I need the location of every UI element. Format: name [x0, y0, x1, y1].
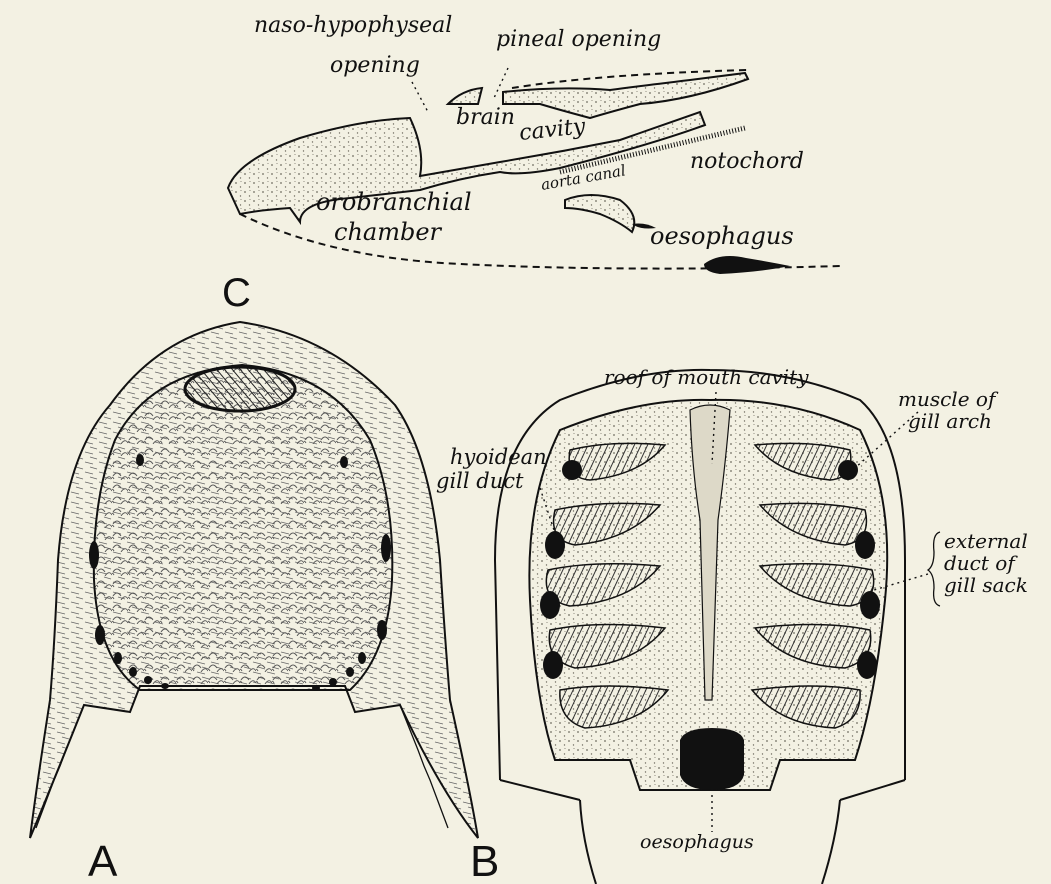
label-external: external [944, 529, 1028, 553]
label-orobranchial: orobranchial [316, 188, 472, 216]
aorta-canal [565, 195, 634, 232]
panel-a: A [30, 322, 478, 884]
label-hyoidean: hyoidean [450, 445, 547, 469]
label-cavity: cavity [518, 114, 587, 146]
external-duct-brace [928, 532, 940, 606]
left-lower-horn [580, 800, 596, 884]
label-muscle-of: muscle of [898, 387, 999, 411]
label-notochord: notochord [690, 149, 804, 174]
label-duct-of: duct of [944, 551, 1018, 575]
scaled-disc [94, 365, 392, 690]
panel-c: naso-hypophyseal opening pineal opening … [222, 13, 842, 315]
label-pineal-opening: pineal opening [496, 27, 661, 52]
label-naso-hypophyseal: naso-hypophyseal [254, 13, 452, 38]
orbit-plate [185, 367, 295, 411]
label-roof-of-mouth-cavity: roof of mouth cavity [604, 365, 809, 389]
pineal-plate [448, 88, 482, 104]
label-gill-arch: gill arch [908, 409, 992, 433]
right-lower-horn [822, 800, 840, 884]
label-brain: brain [456, 105, 515, 130]
panel-b: roof of mouth cavity muscle of gill arch… [436, 365, 1028, 884]
label-oesophagus-b: oesophagus [640, 831, 754, 853]
panel-letter-c: C [222, 271, 251, 315]
oesophagus-mark-2 [704, 256, 790, 274]
brain-roof [503, 73, 748, 118]
panel-letter-b: B [470, 837, 499, 884]
label-naso-opening: opening [330, 53, 420, 78]
leader-naso [412, 82, 428, 112]
panel-letter-a: A [88, 837, 118, 884]
oesophagus-opening [680, 728, 744, 790]
label-chamber: chamber [334, 218, 443, 246]
label-gill-sack: gill sack [944, 573, 1028, 597]
label-oesophagus-c: oesophagus [650, 222, 794, 250]
label-gill-duct: gill duct [436, 469, 524, 493]
